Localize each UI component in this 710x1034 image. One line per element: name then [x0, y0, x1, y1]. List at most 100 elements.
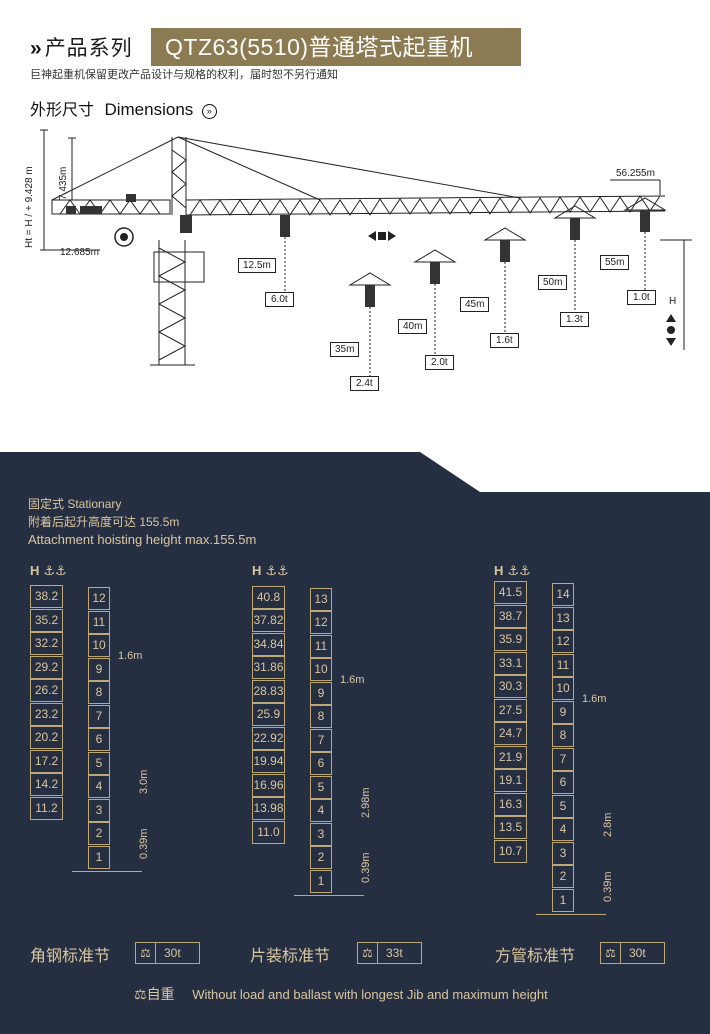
model-title: QTZ63(5510)普通塔式起重机: [151, 28, 521, 66]
mast-section: 6: [310, 752, 332, 775]
radius-label: 55m: [600, 255, 630, 270]
height-value: 19.94: [252, 750, 285, 773]
mast-section: 5: [552, 794, 574, 818]
mast-section: 9: [552, 700, 574, 724]
footer-en: Without load and ballast with longest Ji…: [192, 987, 548, 1002]
mast-section: 9: [88, 657, 110, 681]
hook-3: [413, 249, 457, 355]
radius-label: 35m: [330, 342, 360, 357]
mast-section: 1: [310, 869, 332, 893]
mast-section: 7: [310, 728, 332, 752]
column-head: H⚓⚓: [494, 563, 531, 579]
hook-6: [623, 197, 667, 290]
top-height-label: 7.435m: [58, 166, 69, 200]
height-value: 16.3: [494, 792, 527, 816]
weight-icon: ⚖: [358, 943, 378, 963]
dimensions-heading: 外形尺寸 Dimensions »: [30, 96, 217, 120]
specs-section: [0, 452, 710, 1034]
ground-line: [294, 895, 364, 896]
weight-value: 30t: [629, 946, 646, 960]
height-value: 40.8: [252, 585, 285, 609]
gap-label: 1.6m: [582, 692, 607, 705]
hook-icon: ⚓⚓: [43, 563, 67, 578]
left-height-label: Ht = H / + 9.428 m: [24, 166, 35, 248]
height-value: 24.7: [494, 722, 527, 745]
mast-section: 13: [310, 587, 332, 611]
section-length-label: 2.8m: [602, 812, 614, 837]
height-value: 30.3: [494, 675, 527, 698]
section-notch: [420, 452, 710, 492]
mast-section: 12: [310, 611, 332, 634]
height-value: 25.9: [252, 703, 285, 726]
mast-section: 8: [88, 681, 110, 704]
height-value: 37.82: [252, 609, 285, 632]
stationary-line3: Attachment hoisting height max.155.5m: [28, 532, 257, 547]
mast-section: 6: [88, 728, 110, 751]
mast-section: 8: [552, 724, 574, 747]
height-value: 38.2: [30, 585, 63, 608]
mast-section: 7: [88, 704, 110, 728]
mast-section: 10: [552, 677, 574, 700]
section-length-label: 2.98m: [360, 787, 372, 818]
dimensions-zh: 外形尺寸: [30, 102, 95, 119]
stationary-line1: 固定式 Stationary: [28, 497, 122, 511]
hook-height-label: H: [669, 296, 677, 307]
mast-section: 11: [310, 634, 332, 658]
trolley-arrows-icon: [368, 231, 396, 241]
mast-section: 14: [552, 583, 574, 606]
mast-lattice: [157, 247, 187, 361]
mast-section: 4: [552, 818, 574, 841]
series-label: 产品系列: [44, 37, 133, 60]
load-label: 6.0t: [265, 292, 294, 307]
mast-section: 9: [310, 681, 332, 705]
mast-section: 12: [88, 587, 110, 610]
section-type-name: 片装标准节: [250, 948, 331, 965]
hook-1: [280, 215, 290, 292]
mast-section: 13: [552, 606, 574, 630]
radius-label: 50m: [538, 275, 568, 290]
mast-section: 2: [310, 846, 332, 869]
mast-section: 5: [88, 751, 110, 775]
load-label: 2.4t: [350, 376, 379, 391]
crane-drawing: [40, 129, 692, 366]
chevron-circle-icon: »: [201, 104, 217, 119]
height-value: 31.86: [252, 656, 285, 679]
base-length-label: 0.39m: [138, 828, 150, 859]
height-symbol: H: [494, 563, 504, 578]
height-value: 22.92: [252, 726, 285, 750]
height-value: 21.9: [494, 745, 527, 769]
column-head: H⚓⚓: [30, 563, 67, 579]
radius-label: 45m: [460, 297, 490, 312]
height-value: 32.2: [30, 632, 63, 655]
hook-4: [483, 227, 527, 333]
header-section: »产品系列 QTZ63(5510)普通塔式起重机 巨神起重机保留更改产品设计与规…: [0, 0, 710, 450]
section-length-label: 3.0m: [138, 769, 150, 794]
height-value: 35.2: [30, 608, 63, 632]
mast-section: 3: [310, 822, 332, 846]
ground-line: [536, 914, 606, 915]
hook-5: [553, 205, 597, 312]
weight-box: ⚖30t: [135, 942, 200, 964]
height-value: 10.7: [494, 839, 527, 863]
height-value: 28.83: [252, 679, 285, 703]
hook-2: [348, 272, 392, 376]
dimensions-en: Dimensions: [104, 100, 194, 119]
ground-line: [72, 871, 142, 872]
height-symbol: H: [252, 563, 262, 578]
column-head: H⚓⚓: [252, 563, 289, 579]
stationary-line2: 附着后起升高度可达 155.5m: [28, 515, 180, 529]
gap-label: 1.6m: [118, 649, 143, 662]
mast-section: 8: [310, 705, 332, 728]
base-length-label: 0.39m: [602, 871, 614, 902]
mast-section: 2: [552, 865, 574, 888]
hook-icon: ⚓⚓: [265, 563, 289, 578]
mast-section: 1: [552, 888, 574, 912]
height-value: 14.2: [30, 773, 63, 796]
mast-section: 7: [552, 747, 574, 771]
mast-section: 3: [552, 841, 574, 865]
self-weight-label: ⚖自重: [134, 986, 175, 1002]
hook-drawing: [280, 197, 667, 376]
section-type-name: 方管标准节: [495, 948, 576, 965]
height-value: 34.84: [252, 632, 285, 656]
hook-icon: ⚓⚓: [507, 563, 531, 578]
